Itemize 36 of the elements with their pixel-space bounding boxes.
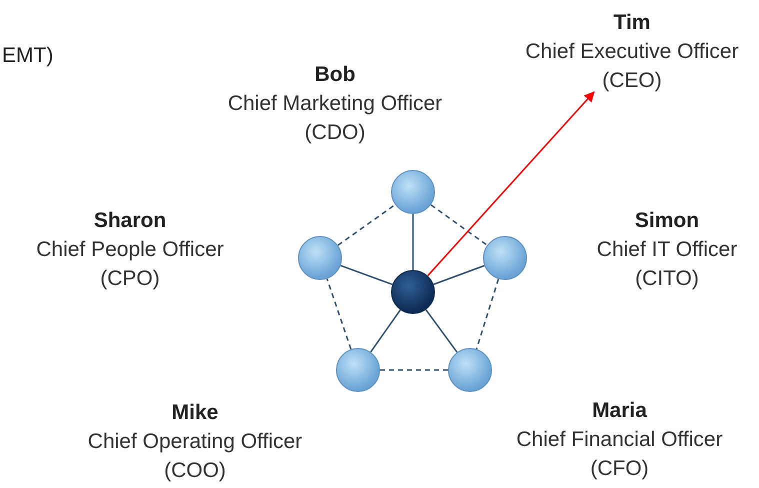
- role-text: (CITO): [634, 266, 700, 292]
- person-name: Tim: [612, 10, 652, 36]
- role-text: (CPO): [99, 266, 161, 292]
- role-text: Chief People Officer: [35, 237, 225, 263]
- connector-line: [476, 278, 500, 350]
- role-text: Chief IT Officer: [596, 237, 738, 263]
- node-circle: [391, 170, 435, 214]
- connector-line: [412, 214, 414, 270]
- node-circle: [336, 348, 380, 392]
- node-circle: [448, 348, 492, 392]
- person-name: Mike: [170, 400, 220, 426]
- role-text: Chief Executive Officer: [524, 39, 740, 65]
- connector-line: [326, 278, 352, 350]
- connector-line: [380, 369, 448, 371]
- node-circle: [483, 236, 527, 280]
- connector-line: [430, 204, 488, 246]
- role-text: (CFO): [589, 456, 650, 482]
- role-text: Chief Financial Officer: [515, 427, 724, 453]
- node-circle: [298, 236, 342, 280]
- arrow: [427, 91, 595, 276]
- role-text: (COO): [163, 458, 227, 484]
- role-text: Chief Operating Officer: [86, 429, 304, 455]
- connector-line: [425, 309, 458, 353]
- connector-line: [433, 264, 485, 286]
- person-name: Bob: [314, 62, 356, 88]
- person-name: Simon: [634, 208, 700, 234]
- person-name: Sharon: [92, 208, 168, 234]
- node-circle: [391, 270, 435, 314]
- connector-line: [340, 264, 393, 286]
- role-text: (CEO): [601, 68, 663, 94]
- title-fragment: EMT): [2, 44, 54, 68]
- connector-line: [338, 204, 396, 246]
- person-name: Maria: [591, 398, 648, 424]
- role-text: Chief Marketing Officer: [226, 91, 444, 117]
- connector-line: [370, 310, 401, 352]
- role-text: (CDO): [304, 120, 366, 146]
